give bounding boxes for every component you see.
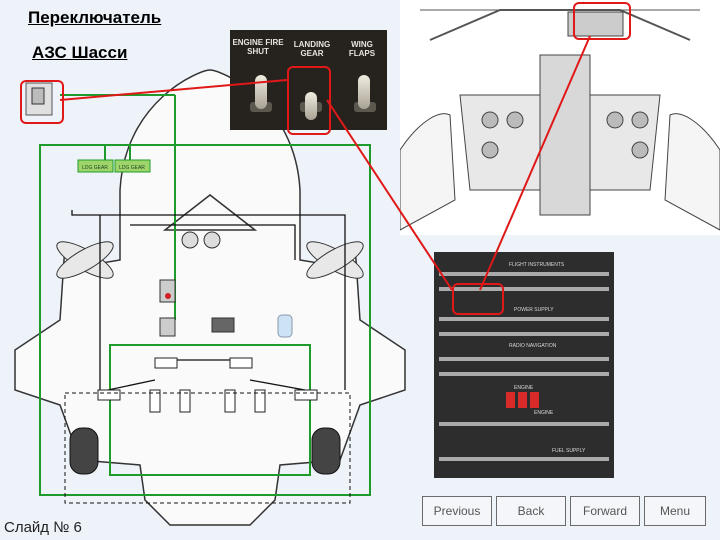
breaker-1: LDG GEAR: [77, 159, 114, 173]
breaker-2: LDG GEAR: [114, 159, 151, 173]
svg-text:POWER SUPPLY: POWER SUPPLY: [514, 307, 554, 313]
menu-button[interactable]: Menu: [644, 496, 706, 526]
wing-flaps-switch[interactable]: [358, 75, 370, 109]
svg-text:LDG GEAR: LDG GEAR: [82, 165, 108, 171]
engine-fire-label: ENGINE FIRE SHUT: [232, 38, 284, 56]
right-propeller: [306, 241, 364, 279]
overhead-highlight-box: [573, 2, 631, 40]
svg-text:FLIGHT INSTRUMENTS: FLIGHT INSTRUMENTS: [509, 262, 565, 268]
forward-button[interactable]: Forward: [570, 496, 640, 526]
slide-title-line2: АЗС Шасси: [32, 43, 128, 62]
svg-text:ENGINE: ENGINE: [534, 410, 554, 416]
svg-text:RADIO NAVIGATION: RADIO NAVIGATION: [509, 343, 557, 349]
aircraft-gear-scheme: LDG GEAR LDG GEAR: [14, 69, 406, 526]
slide-title-line1: Переключатель: [28, 8, 162, 27]
svg-text:ENGINE: ENGINE: [514, 385, 534, 391]
landing-gear-switch[interactable]: [305, 92, 317, 120]
wing-flaps-label: WING FLAPS: [348, 40, 376, 58]
slide-number: Слайд № 6: [4, 519, 82, 536]
landing-gear-label: LANDING GEAR: [293, 40, 331, 58]
previous-button[interactable]: Previous: [422, 496, 492, 526]
svg-text:FUEL SUPPLY: FUEL SUPPLY: [552, 448, 586, 454]
switch-highlight-box: [20, 80, 64, 124]
overhead-panel-photo: FLIGHT INSTRUMENTS POWER SUPPLY RADIO NA…: [434, 252, 614, 478]
landing-gear-highlight-box: [287, 66, 331, 135]
overhead-switch-highlight-box: [452, 283, 504, 315]
left-propeller: [56, 241, 114, 279]
back-button[interactable]: Back: [496, 496, 566, 526]
svg-text:LDG GEAR: LDG GEAR: [119, 165, 145, 171]
cockpit-drawing: [400, 0, 720, 235]
switch-panel-photo: ENGINE FIRE SHUT LANDING GEAR WING FLAPS: [230, 30, 387, 130]
